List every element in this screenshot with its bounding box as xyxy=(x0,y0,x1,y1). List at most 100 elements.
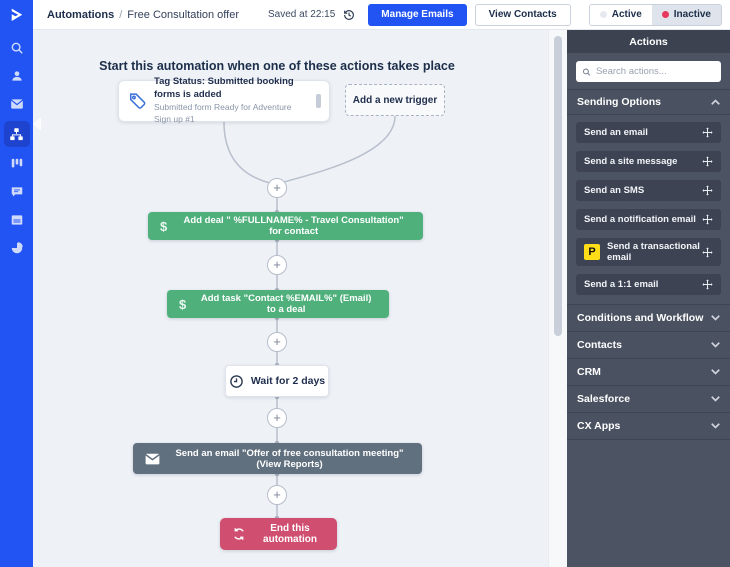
step-wait[interactable]: Wait for 2 days xyxy=(225,365,329,397)
step-add-deal-label: Add deal " %FULLNAME% - Travel Consultat… xyxy=(183,215,404,237)
add-action-node-1[interactable]: + xyxy=(267,178,287,198)
chat-bubble-icon xyxy=(11,187,22,197)
step-end-automation-label: End this automation xyxy=(263,523,317,545)
trigger-subtitle: Submitted form Ready for Adventure Sign … xyxy=(154,101,292,124)
activecampaign-logo[interactable] xyxy=(0,0,33,30)
postmark-logo-badge: P xyxy=(584,244,600,260)
chevron-down-icon xyxy=(711,423,720,429)
actions-search-box xyxy=(576,61,721,82)
step-add-task-label: Add task "Contact %EMAIL%" (Email) to a … xyxy=(200,293,372,315)
section-contacts[interactable]: Contacts xyxy=(567,331,730,359)
step-add-task[interactable]: $ Add task "Contact %EMAIL%" (Email) to … xyxy=(167,290,389,318)
toggle-inactive-option[interactable]: Inactive xyxy=(651,4,721,25)
action-item-label: Send a notification email xyxy=(584,214,696,225)
chevron-up-icon xyxy=(711,99,720,105)
action-item-label: Send an email xyxy=(584,127,648,138)
forms-list-icon xyxy=(11,215,22,225)
sidebar-item-conversations[interactable] xyxy=(0,178,33,206)
action-item-send-1-1-email[interactable]: Send a 1:1 email xyxy=(576,274,721,295)
section-label: CRM xyxy=(577,366,601,378)
search-icon xyxy=(582,67,591,76)
sidebar-nav xyxy=(0,30,33,262)
search-icon xyxy=(11,42,23,54)
active-nav-highlight xyxy=(3,121,30,147)
breadcrumb: Automations / Free Consultation offer xyxy=(33,9,239,21)
chevron-down-icon xyxy=(711,396,720,402)
section-label: Conditions and Workflow xyxy=(577,312,704,324)
action-item-send-site-message[interactable]: Send a site message xyxy=(576,151,721,172)
section-sending-options[interactable]: Sending Options xyxy=(567,89,730,115)
sidebar-item-forms[interactable] xyxy=(0,206,33,234)
actions-panel-title: Actions xyxy=(567,30,730,53)
step-add-deal[interactable]: $ Add deal " %FULLNAME% - Travel Consult… xyxy=(148,212,423,240)
revision-history-button[interactable] xyxy=(342,8,356,22)
action-item-send-email[interactable]: Send an email xyxy=(576,122,721,143)
step-end-automation[interactable]: End this automation xyxy=(220,518,337,550)
section-salesforce[interactable]: Salesforce xyxy=(567,385,730,413)
trigger-title: Tag Status: Submitted booking forms is a… xyxy=(154,76,294,101)
section-conditions-workflow[interactable]: Conditions and Workflow xyxy=(567,304,730,332)
section-sending-options-label: Sending Options xyxy=(577,96,661,108)
drag-move-icon xyxy=(702,156,713,167)
toggle-active-option[interactable]: Active xyxy=(589,4,652,25)
active-status-dot xyxy=(599,11,607,18)
drag-move-icon xyxy=(702,127,713,138)
top-bar: Automations / Free Consultation offer Sa… xyxy=(33,0,730,30)
action-item-label: Send a 1:1 email xyxy=(584,279,659,290)
step-wait-label: Wait for 2 days xyxy=(250,375,326,387)
trigger-node-tag-status[interactable]: Tag Status: Submitted booking forms is a… xyxy=(118,76,330,124)
canvas-scrollbar-thumb[interactable] xyxy=(554,36,562,336)
action-item-send-sms[interactable]: Send an SMS xyxy=(576,180,721,201)
add-action-node-3[interactable]: + xyxy=(267,332,287,352)
step-send-email[interactable]: Send an email "Offer of free consultatio… xyxy=(133,443,422,474)
action-item-label: Send an SMS xyxy=(584,185,645,196)
chevron-down-icon xyxy=(711,369,720,375)
add-new-trigger-button[interactable]: Add a new trigger xyxy=(345,84,445,116)
add-action-node-2[interactable]: + xyxy=(267,255,287,275)
actions-search-input[interactable] xyxy=(595,66,715,77)
saved-status: Saved at 22:15 xyxy=(268,9,336,20)
add-action-node-5[interactable]: + xyxy=(267,485,287,505)
automation-canvas[interactable]: Start this automation when one of these … xyxy=(33,30,567,567)
sidebar-item-reports[interactable] xyxy=(0,234,33,262)
trigger-section-heading: Start this automation when one of these … xyxy=(99,59,455,73)
sidebar-pointer-notch xyxy=(33,117,41,131)
deals-pipeline-icon xyxy=(11,158,22,168)
chevron-down-icon xyxy=(711,315,720,321)
trigger-drag-handle[interactable] xyxy=(316,94,321,108)
activecampaign-logo-icon xyxy=(11,8,22,21)
dollar-icon: $ xyxy=(179,296,187,312)
action-item-send-notification-email[interactable]: Send a notification email xyxy=(576,209,721,230)
sidebar-item-deals[interactable] xyxy=(0,150,33,178)
main-nav-sidebar xyxy=(0,0,33,567)
sidebar-item-campaigns[interactable] xyxy=(0,90,33,118)
action-item-label: Send a transactional email xyxy=(607,241,700,263)
step-send-email-label: Send an email "Offer of free consultatio… xyxy=(175,447,404,470)
automations-sitemap-icon xyxy=(10,127,23,140)
email-icon xyxy=(145,453,160,464)
add-action-node-4[interactable]: + xyxy=(267,408,287,428)
sidebar-item-automations[interactable] xyxy=(0,118,33,150)
actions-search-wrap xyxy=(567,53,730,90)
sidebar-item-contacts[interactable] xyxy=(0,62,33,90)
section-crm[interactable]: CRM xyxy=(567,358,730,386)
active-inactive-toggle: Active Inactive xyxy=(588,3,722,26)
toggle-active-label: Active xyxy=(611,9,642,20)
action-item-send-transactional-email[interactable]: P Send a transactional email xyxy=(576,238,721,266)
section-cx-apps[interactable]: CX Apps xyxy=(567,412,730,440)
section-label: CX Apps xyxy=(577,420,621,432)
section-label: Salesforce xyxy=(577,393,631,405)
manage-emails-button[interactable]: Manage Emails xyxy=(368,3,467,26)
envelope-icon xyxy=(10,99,23,109)
drag-move-icon xyxy=(702,185,713,196)
actions-panel: Actions Sending Options Send an email Se… xyxy=(567,30,730,567)
sidebar-item-search[interactable] xyxy=(0,34,33,62)
chevron-down-icon xyxy=(711,342,720,348)
toggle-inactive-label: Inactive xyxy=(673,9,711,20)
contact-icon xyxy=(11,71,22,81)
drag-move-icon xyxy=(702,279,713,290)
canvas-scrollbar-track xyxy=(548,30,567,567)
breadcrumb-automations-link[interactable]: Automations xyxy=(47,8,115,21)
view-contacts-button[interactable]: View Contacts xyxy=(474,3,571,26)
drag-move-icon xyxy=(702,246,713,258)
